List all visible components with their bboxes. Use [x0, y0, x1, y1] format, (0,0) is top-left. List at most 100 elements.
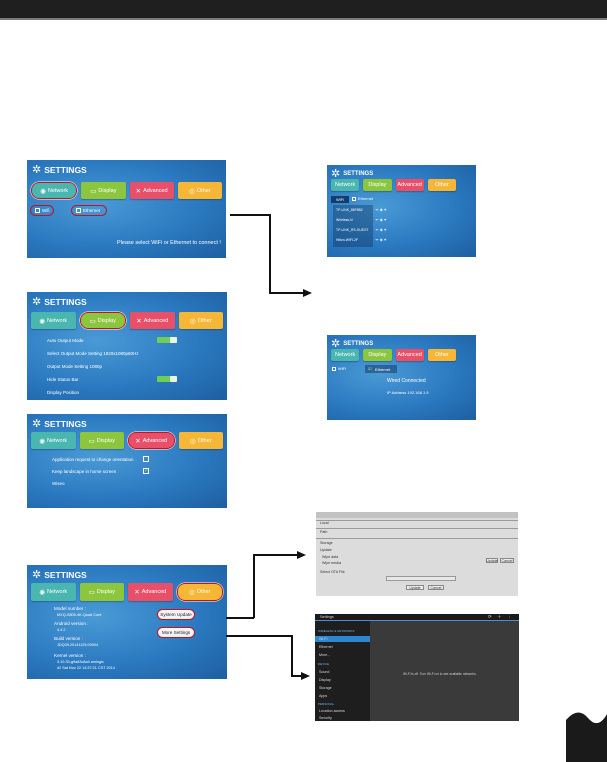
tab-advanced[interactable]: Advanced — [395, 179, 424, 191]
display-row[interactable]: Auto Output Mode — [47, 338, 84, 343]
tab-other[interactable]: ◎Other — [177, 182, 222, 199]
sidebar-selection — [315, 636, 370, 642]
signal-icon: ᯤ ◈ ⌖ — [375, 237, 387, 242]
network-icon: ◉ — [39, 317, 45, 325]
tab-other[interactable]: Other — [427, 179, 456, 191]
cancel-button[interactable]: Cancel — [500, 558, 514, 563]
ota-file-field[interactable] — [386, 576, 456, 581]
tab-bar: ◉Network ▭Display ✕Advanced ◎Other — [31, 312, 223, 329]
tab-other[interactable]: Other — [427, 349, 456, 361]
tab-advanced[interactable]: Advanced — [395, 349, 424, 361]
other-icon: ◎ — [190, 317, 196, 325]
tab-network[interactable]: ◉Network — [31, 432, 76, 449]
orientation-checkbox[interactable] — [143, 456, 149, 462]
tab-advanced[interactable]: ✕Advanced — [128, 432, 175, 449]
tab-network[interactable]: ◉Network — [31, 312, 76, 329]
tab-network[interactable]: Network — [331, 349, 360, 361]
hide-status-bar-toggle[interactable] — [157, 376, 177, 382]
ethernet-option[interactable]: Ethernet — [71, 205, 107, 216]
ethernet-selected-tab[interactable]: ☑ Ethernet — [365, 365, 397, 373]
tab-display[interactable]: Display — [363, 179, 392, 191]
confirm-cancel-button[interactable]: Cancel — [428, 585, 444, 590]
display-icon: ▭ — [88, 437, 95, 445]
menu-icon[interactable]: ⋮ — [507, 614, 512, 619]
tab-network[interactable]: ◉Network — [31, 182, 78, 199]
build-value: JDQ39.20141125.00004 — [57, 643, 99, 647]
sidebar-item-more[interactable]: More... — [319, 653, 331, 657]
sidebar-item-display[interactable]: Display — [319, 678, 331, 682]
advanced-icon: ✕ — [134, 589, 140, 596]
other-icon: ◎ — [189, 187, 195, 195]
display-row[interactable]: Display Position — [47, 390, 80, 395]
wifi-option[interactable]: Wifi — [30, 205, 54, 216]
tab-advanced[interactable]: ✕Advanced — [129, 182, 174, 199]
tab-other[interactable]: ◎Other — [178, 432, 223, 449]
wifi-network-item[interactable]: Wireless-N — [336, 218, 353, 222]
tab-advanced[interactable]: ✕Advanced — [130, 312, 175, 329]
wifi-network-item[interactable]: TP-LINK_86F8B2 — [336, 208, 363, 212]
tab-display[interactable]: Display — [363, 349, 392, 361]
update-row: Update — [320, 548, 332, 552]
ethernet-checkbox[interactable] — [352, 197, 356, 201]
gear-icon: ✲ — [32, 568, 42, 581]
page-corner-tab — [566, 712, 607, 762]
advanced-row[interactable]: Wiseo — [52, 481, 65, 486]
settings-header: ✲ SETTINGS — [32, 417, 87, 430]
network-icon: ◉ — [39, 437, 45, 445]
update-row: Wipe media — [322, 561, 341, 565]
tab-display[interactable]: ▭Display — [79, 583, 124, 601]
connect-prompt: Please select WiFi or Ethernet to connec… — [117, 240, 221, 246]
ip-address: IP Address 192.168.1.9 — [387, 390, 429, 395]
update-row: Local — [320, 521, 329, 525]
system-update-button[interactable]: System Update — [157, 609, 195, 620]
tab-network[interactable]: Network — [331, 179, 360, 191]
confirm-update-button[interactable]: Update — [406, 585, 424, 590]
sidebar-item-apps[interactable]: Apps — [319, 694, 328, 698]
kernel-label: Kernel version : — [54, 653, 86, 658]
connector-line — [253, 554, 255, 618]
tab-display[interactable]: ▭Display — [81, 182, 126, 199]
sidebar-item-security[interactable]: Security — [319, 716, 332, 720]
add-icon[interactable]: ＋ — [497, 614, 502, 619]
tab-display[interactable]: ▭Display — [79, 312, 126, 329]
wifi-checkbox[interactable] — [332, 367, 336, 371]
landscape-checkbox[interactable]: ✓ — [143, 468, 150, 474]
tab-display[interactable]: ▭Display — [79, 432, 124, 449]
connector-line — [291, 635, 293, 676]
advanced-row[interactable]: Application request to change orientatio… — [52, 457, 134, 462]
arrow-head — [301, 672, 310, 680]
sidebar-item-wifi[interactable]: Wi-Fi — [319, 637, 328, 641]
wifi-selected-tab[interactable]: WiFi — [331, 196, 349, 203]
advanced-row[interactable]: Keep landscape in home screen — [52, 469, 117, 474]
tab-network[interactable]: ◉Network — [31, 583, 76, 601]
tab-other[interactable]: ◎Other — [176, 583, 223, 601]
ethernet-checkbox[interactable] — [76, 208, 81, 213]
update-row: Storage — [320, 541, 333, 545]
sidebar-item-storage[interactable]: Storage — [319, 686, 332, 690]
kernel-value: 3.10.33-g9a83c8a4 amlogic — [57, 660, 104, 664]
tab-other[interactable]: ◎Other — [178, 312, 223, 329]
auto-output-toggle[interactable] — [157, 337, 177, 343]
wifi-network-list: TP-LINK_86F8B2 Wireless-N TP-LINK_RS-GUE… — [333, 205, 373, 247]
display-row[interactable]: Output Mode Setting 1080p — [47, 364, 103, 369]
system-update-screenshot: Local Path Storage Update Wipe data Wipe… — [316, 512, 518, 596]
gear-icon: ✲ — [331, 337, 341, 350]
wifi-checkbox[interactable] — [35, 208, 40, 213]
arrow-head — [303, 289, 312, 297]
display-settings-screenshot: ✲ SETTINGS ◉Network ▭Display ✕Advanced ◎… — [27, 292, 227, 400]
refresh-icon[interactable]: ⟳ — [488, 614, 492, 619]
sidebar-item-location[interactable]: Location access — [319, 709, 345, 713]
wifi-network-item[interactable]: TP-LINK_RS-GUEST — [336, 228, 369, 232]
sidebar-item-ethernet[interactable]: Ethernet — [319, 645, 333, 649]
update-row: Wipe data — [322, 555, 339, 559]
tab-advanced[interactable]: ✕Advanced — [128, 583, 173, 601]
display-row[interactable]: Hide Status Bar — [47, 377, 79, 382]
update-button[interactable]: Update — [486, 558, 498, 563]
settings-header: ✲ SETTINGS — [32, 568, 87, 581]
display-row[interactable]: Select Output Mode Setting 1920x1080p60H… — [47, 351, 139, 356]
gear-icon: ✲ — [32, 295, 42, 308]
network-icon: ◉ — [39, 589, 45, 596]
sidebar-item-sound[interactable]: Sound — [319, 670, 330, 674]
wifi-network-item[interactable]: Hilton-WIFI-2F — [336, 238, 359, 242]
more-settings-button[interactable]: More Settings — [157, 627, 195, 638]
